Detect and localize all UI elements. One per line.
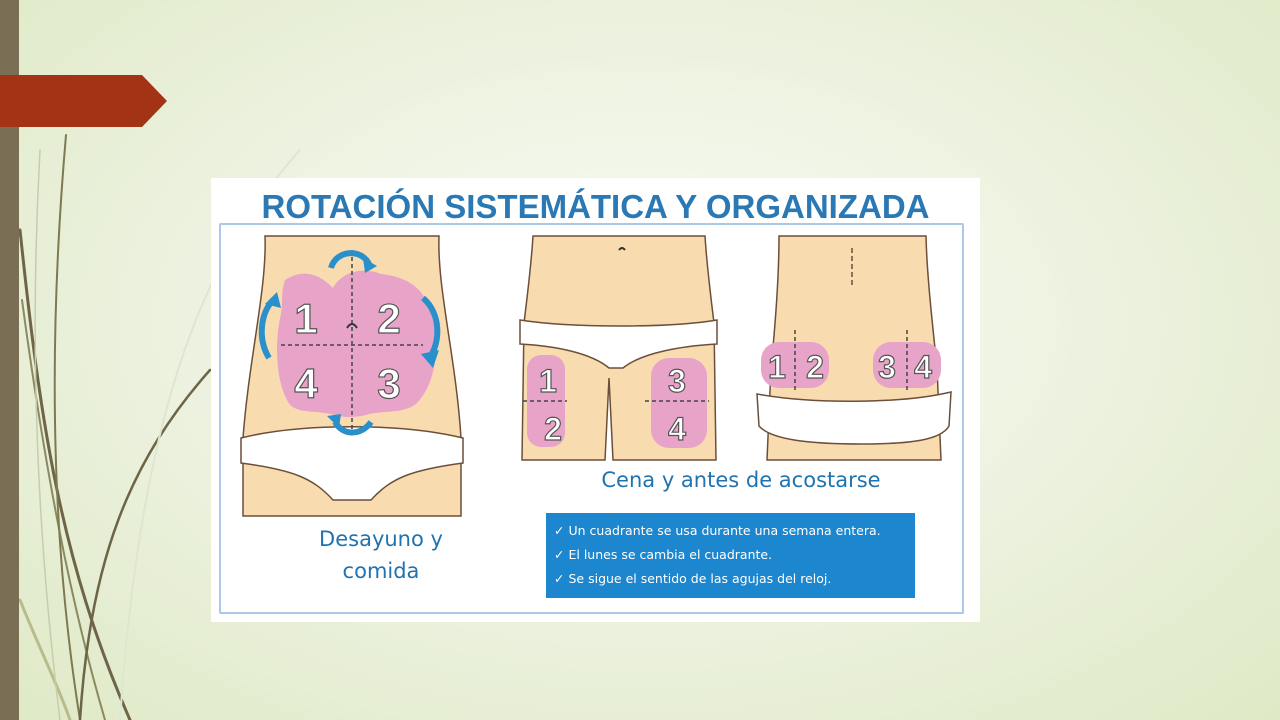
abdomen-caption-line2: comida [342, 559, 420, 583]
infographic-frame [219, 223, 964, 614]
abdomen-caption: Desayuno y comida [281, 523, 481, 587]
thigh-zone-1: 1 [539, 363, 557, 399]
thigh-zone-3: 3 [668, 363, 686, 399]
abdomen-quadrant-1: 1 [294, 295, 317, 342]
rule-item: ✓Se sigue el sentido de las agujas del r… [554, 571, 832, 586]
buttock-zone-3: 3 [878, 349, 896, 385]
thighs-caption: Cena y antes de acostarse [601, 468, 881, 492]
thigh-zone-4: 4 [668, 411, 686, 447]
navel-icon [346, 323, 358, 329]
thigh-zone-2: 2 [544, 411, 562, 447]
abdomen-caption-line1: Desayuno y [319, 527, 443, 551]
check-icon: ✓ [554, 523, 565, 538]
rule-item: ✓Un cuadrante se usa durante una semana … [554, 523, 881, 538]
rule-item: ✓El lunes se cambia el cuadrante. [554, 547, 773, 562]
left-vertical-bar [0, 0, 19, 720]
thigh-right-zone [651, 358, 707, 448]
abdomen-quadrant-4: 4 [294, 360, 318, 407]
check-icon: ✓ [554, 571, 565, 586]
buttock-zone-4: 4 [914, 349, 932, 385]
buttock-zone-1: 1 [768, 349, 786, 385]
thighs-illustration [519, 235, 718, 461]
infographic-title: ROTACIÓN SISTEMÁTICA Y ORGANIZADA [261, 188, 930, 225]
grass-decoration [18, 134, 301, 720]
abdomen-quadrant-3: 3 [377, 360, 400, 407]
check-icon: ✓ [554, 547, 565, 562]
ribbon-arrow-decoration [0, 75, 167, 127]
buttocks-illustration [756, 235, 952, 461]
abdomen-pink-zone [277, 270, 436, 417]
rules-box: ✓Un cuadrante se usa durante una semana … [546, 513, 915, 598]
abdomen-illustration [240, 235, 464, 517]
buttock-zone-2: 2 [806, 349, 824, 385]
infographic-card: ROTACIÓN SISTEMÁTICA Y ORGANIZADA [211, 178, 980, 622]
body-illustrations: 1 2 3 4 1 2 3 4 1 2 3 4 [240, 235, 952, 517]
abdomen-quadrant-2: 2 [377, 295, 400, 342]
